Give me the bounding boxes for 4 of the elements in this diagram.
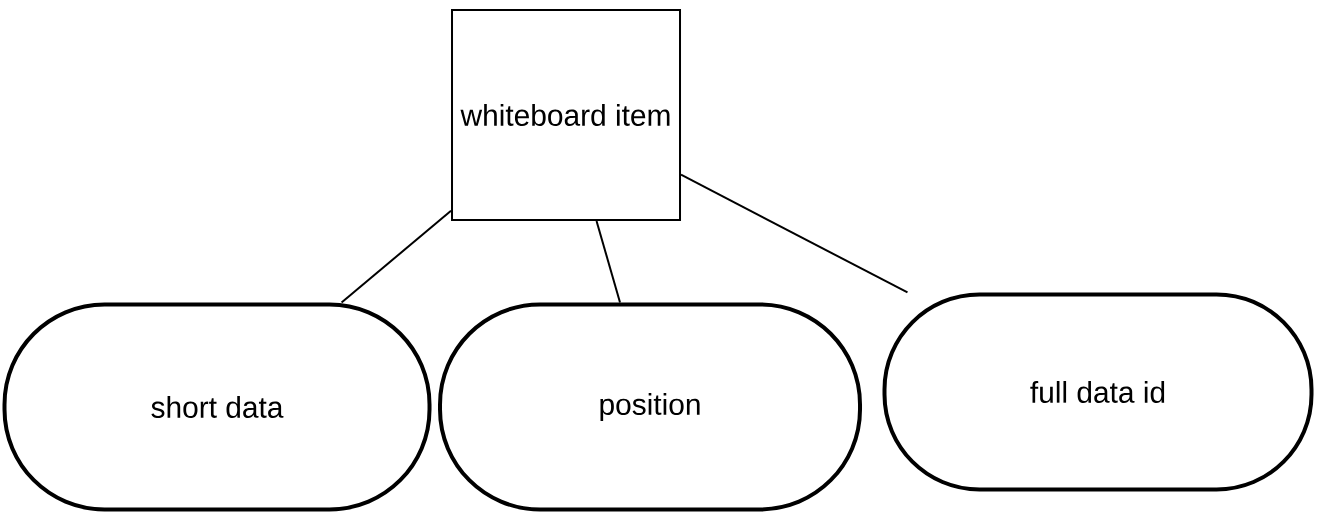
connector-line [340, 209, 452, 304]
connector-line [595, 220, 622, 304]
entity-box: whiteboard item [451, 9, 681, 221]
connector-line [680, 173, 909, 294]
